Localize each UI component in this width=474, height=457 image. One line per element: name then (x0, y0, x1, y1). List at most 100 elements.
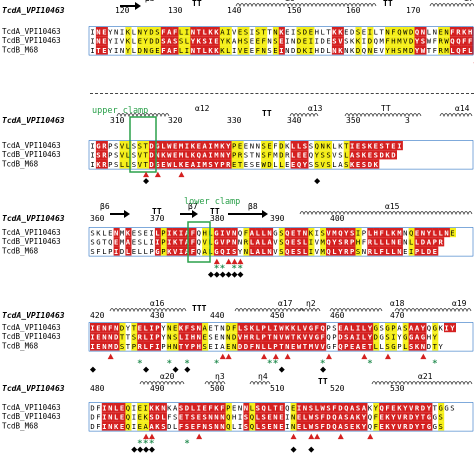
residue: G (214, 247, 218, 256)
residue: L (179, 333, 184, 342)
residue-cell (95, 332, 102, 342)
residue: N (161, 403, 165, 412)
residue-cell (154, 228, 161, 238)
residue: F (167, 413, 171, 422)
residue-cell (261, 341, 268, 351)
residue-cell (196, 421, 203, 431)
triangle-marker (261, 353, 268, 360)
residue-cell (143, 341, 150, 351)
residue-cell (184, 341, 191, 351)
residue-cell (302, 228, 309, 238)
residue: G (380, 333, 384, 342)
residue: H (356, 238, 360, 247)
residue-cell (343, 323, 350, 333)
residue: H (167, 342, 171, 351)
residue-cell (308, 246, 315, 256)
residue-cell (390, 237, 397, 247)
residue: D (120, 323, 124, 332)
residue-cell (408, 246, 415, 256)
residue-cell (302, 237, 309, 247)
diamond-marker (143, 366, 150, 373)
residue: N (303, 228, 307, 237)
residue-cell (231, 332, 238, 342)
residue: Q (262, 403, 266, 412)
residue: I (167, 238, 171, 247)
residue: H (427, 333, 431, 342)
residue: I (149, 238, 153, 247)
residue: V (315, 342, 320, 351)
residue-cell (149, 36, 156, 46)
residue-cell (143, 45, 150, 55)
residue-cell (190, 159, 197, 169)
residue: T (297, 228, 302, 237)
residue-cell (272, 341, 279, 351)
residue: D (149, 151, 153, 160)
position-number: 120 (115, 6, 130, 15)
residue: K (356, 422, 361, 431)
residue-cell (331, 45, 338, 55)
residue-cell (213, 228, 220, 238)
residue: K (385, 151, 390, 160)
residue-cell (408, 341, 415, 351)
residue: W (297, 342, 302, 351)
residue-cell (343, 403, 350, 413)
residue: I (102, 422, 106, 431)
residue: F (173, 27, 177, 36)
secondary-structure-label: α19 (452, 299, 467, 308)
residue: I (149, 333, 153, 342)
residue: Y (427, 228, 432, 237)
residue-cell (137, 36, 144, 46)
residue: S (315, 422, 319, 431)
residue: N (208, 413, 212, 422)
residue: I (285, 422, 289, 431)
residue: I (167, 228, 171, 237)
residue: A (409, 323, 414, 332)
residue: D (279, 151, 283, 160)
residue: L (297, 141, 302, 150)
residue-cell (284, 323, 291, 333)
residue-cell (149, 150, 156, 160)
residue-cell (385, 141, 392, 151)
residue: E (433, 247, 437, 256)
residue: S (344, 333, 348, 342)
helix-mark (394, 308, 472, 313)
residue-cell (119, 159, 126, 169)
residue: K (462, 27, 467, 36)
residue: L (303, 422, 308, 431)
residue: L (126, 160, 130, 169)
residue: D (368, 160, 372, 169)
residue: E (356, 160, 360, 169)
residue: N (444, 228, 448, 237)
residue-cell (290, 341, 297, 351)
residue: S (356, 151, 360, 160)
residue-cell (420, 323, 427, 333)
residue: N (102, 342, 106, 351)
residue: S (138, 228, 142, 237)
residue-cell (261, 332, 268, 342)
residue: S (244, 413, 248, 422)
residue: S (356, 403, 360, 412)
residue-cell (249, 237, 256, 247)
residue-cell (237, 341, 244, 351)
residue-cell (385, 341, 392, 351)
residue: L (144, 238, 148, 247)
residue-cell (337, 421, 344, 431)
residue: P (350, 238, 355, 247)
residue: L (385, 228, 390, 237)
residue-cell (355, 332, 362, 342)
residue-cell (196, 341, 203, 351)
residue-cell (385, 150, 392, 160)
residue-cell (278, 332, 285, 342)
residue-cell (461, 45, 468, 55)
residue-cell (213, 159, 220, 169)
residue-cell (337, 341, 344, 351)
residue: L (267, 342, 272, 351)
residue-cell (408, 421, 415, 431)
residue: F (197, 422, 201, 431)
residue-cell (237, 27, 244, 37)
residue-cell (343, 237, 350, 247)
residue-cell (208, 150, 215, 160)
residue: D (114, 342, 118, 351)
residue-cell (225, 36, 232, 46)
residue: L (126, 247, 131, 256)
